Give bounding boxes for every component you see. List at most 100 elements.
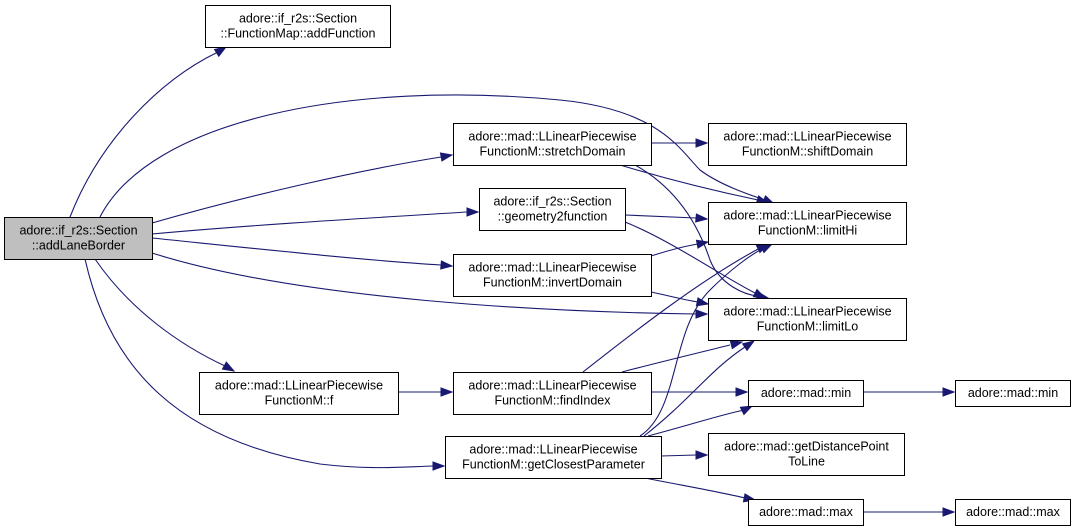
node-box[interactable] — [205, 5, 391, 48]
node-label: adore::mad::min — [761, 386, 851, 400]
arrowhead-icon — [440, 387, 454, 397]
node-geometry2function[interactable]: adore::if_r2s::Section::geometry2functio… — [479, 188, 626, 231]
arrowhead-icon — [741, 340, 756, 352]
arrowhead-icon — [695, 138, 709, 148]
node-label: adore::mad::max — [966, 505, 1061, 519]
edge-line — [624, 214, 697, 219]
arrowhead-icon — [695, 213, 709, 223]
node-min1[interactable]: adore::mad::min — [748, 380, 864, 407]
node-box[interactable] — [955, 380, 1071, 407]
node-box[interactable] — [453, 254, 652, 297]
node-invertDomain[interactable]: adore::mad::LLinearPiecewiseFunctionM::i… — [453, 254, 652, 297]
node-box[interactable] — [4, 217, 153, 260]
node-label: adore::mad::getDistancePoint — [724, 440, 889, 454]
arrowhead-icon — [735, 387, 749, 397]
edge-line — [650, 291, 699, 303]
node-label: FunctionM::limitLo — [757, 320, 858, 334]
node-label: adore::mad::LLinearPiecewise — [215, 379, 383, 393]
arrowhead-icon — [739, 405, 754, 416]
edge-max1-to-max2 — [863, 507, 956, 517]
edge-line — [650, 243, 699, 257]
node-label: adore::mad::LLinearPiecewise — [469, 443, 637, 457]
node-label: FunctionM::f — [265, 394, 334, 408]
edge-line — [619, 164, 759, 201]
arrowhead-icon — [695, 239, 710, 249]
arrowhead-icon — [695, 450, 709, 460]
node-max2[interactable]: adore::mad::max — [955, 499, 1071, 526]
node-label: adore::if_r2s::Section — [19, 224, 137, 238]
node-shiftDomain[interactable]: adore::mad::LLinearPiecewiseFunctionM::s… — [708, 123, 907, 166]
node-box[interactable] — [748, 499, 864, 526]
edge-line — [69, 51, 219, 218]
edge-line — [621, 344, 731, 373]
edge-line — [582, 247, 761, 373]
node-label: adore::mad::LLinearPiecewise — [468, 379, 636, 393]
node-label: adore::mad::LLinearPiecewise — [468, 261, 636, 275]
edge-stretchDomain-to-shiftDomain — [651, 138, 709, 148]
edge-line — [639, 247, 765, 437]
node-label: adore::mad::LLinearPiecewise — [723, 209, 891, 223]
edge-line — [151, 156, 442, 224]
node-addFunction[interactable]: adore::if_r2s::Section::FunctionMap::add… — [205, 5, 391, 48]
node-label: adore::if_r2s::Section — [493, 195, 611, 209]
arrowhead-icon — [213, 46, 228, 58]
node-label: adore::if_r2s::Section — [239, 12, 357, 26]
node-box[interactable] — [453, 123, 652, 166]
node-label: FunctionM::stretchDomain — [480, 145, 626, 159]
node-label: ToLine — [788, 455, 825, 469]
node-box[interactable] — [748, 380, 864, 407]
edge-getClosestParameter-to-getDistancePointToLine — [660, 450, 709, 460]
node-box[interactable] — [445, 436, 662, 479]
edge-addLaneBorder-to-getClosestParameter — [84, 258, 446, 471]
node-stretchDomain[interactable]: adore::mad::LLinearPiecewiseFunctionM::s… — [453, 123, 652, 166]
node-box[interactable] — [453, 372, 652, 415]
edge-invertDomain-to-limitHi — [650, 239, 710, 257]
node-findIndex[interactable]: adore::mad::LLinearPiecewiseFunctionM::f… — [453, 372, 652, 415]
node-label: FunctionM::getClosestParameter — [462, 458, 645, 472]
edge-addLaneBorder-to-limitLo — [151, 252, 709, 319]
node-label: FunctionM::shiftDomain — [742, 145, 873, 159]
node-label: ::addLaneBorder — [32, 239, 125, 253]
arrowhead-icon — [440, 260, 454, 270]
edge-line — [151, 252, 697, 315]
edge-addLaneBorder-to-geometry2function — [151, 207, 480, 235]
arrowhead-icon — [942, 507, 956, 517]
node-box[interactable] — [479, 188, 626, 231]
node-min2[interactable]: adore::mad::min — [955, 380, 1071, 407]
edge-min1-to-min2 — [863, 387, 956, 397]
node-addLaneBorder[interactable]: adore::if_r2s::Section::addLaneBorder — [4, 217, 153, 260]
edge-line — [151, 237, 442, 266]
edge-addLaneBorder-to-addFunction — [69, 46, 228, 218]
node-label: adore::mad::max — [759, 505, 854, 519]
node-label: FunctionM::findIndex — [494, 394, 611, 408]
node-box[interactable] — [199, 372, 399, 415]
node-label: adore::mad::LLinearPiecewise — [723, 130, 891, 144]
node-box[interactable] — [955, 499, 1071, 526]
arrowhead-icon — [695, 309, 709, 319]
edge-line — [94, 258, 226, 367]
arrowhead-icon — [432, 461, 446, 471]
edge-getClosestParameter-to-min1 — [647, 405, 754, 437]
arrowhead-icon — [752, 288, 767, 299]
node-limitLo[interactable]: adore::mad::LLinearPiecewiseFunctionM::l… — [708, 298, 907, 341]
arrowhead-icon — [942, 387, 956, 397]
node-box[interactable] — [708, 433, 905, 476]
node-label: adore::mad::LLinearPiecewise — [468, 130, 636, 144]
node-box[interactable] — [708, 123, 907, 166]
edge-getClosestParameter-to-limitLo — [643, 340, 756, 437]
node-limitHi[interactable]: adore::mad::LLinearPiecewiseFunctionM::l… — [708, 202, 907, 245]
arrowhead-icon — [759, 243, 774, 254]
arrowhead-icon — [466, 207, 480, 217]
edge-addLaneBorder-to-f — [94, 258, 236, 372]
node-max1[interactable]: adore::mad::max — [748, 499, 864, 526]
node-box[interactable] — [708, 202, 907, 245]
edge-line — [643, 346, 746, 437]
edge-line — [84, 258, 434, 469]
node-box[interactable] — [708, 298, 907, 341]
arrowhead-icon — [729, 340, 744, 350]
node-label: ::geometry2function — [498, 210, 608, 224]
node-getClosestParameter[interactable]: adore::mad::LLinearPiecewiseFunctionM::g… — [445, 436, 662, 479]
